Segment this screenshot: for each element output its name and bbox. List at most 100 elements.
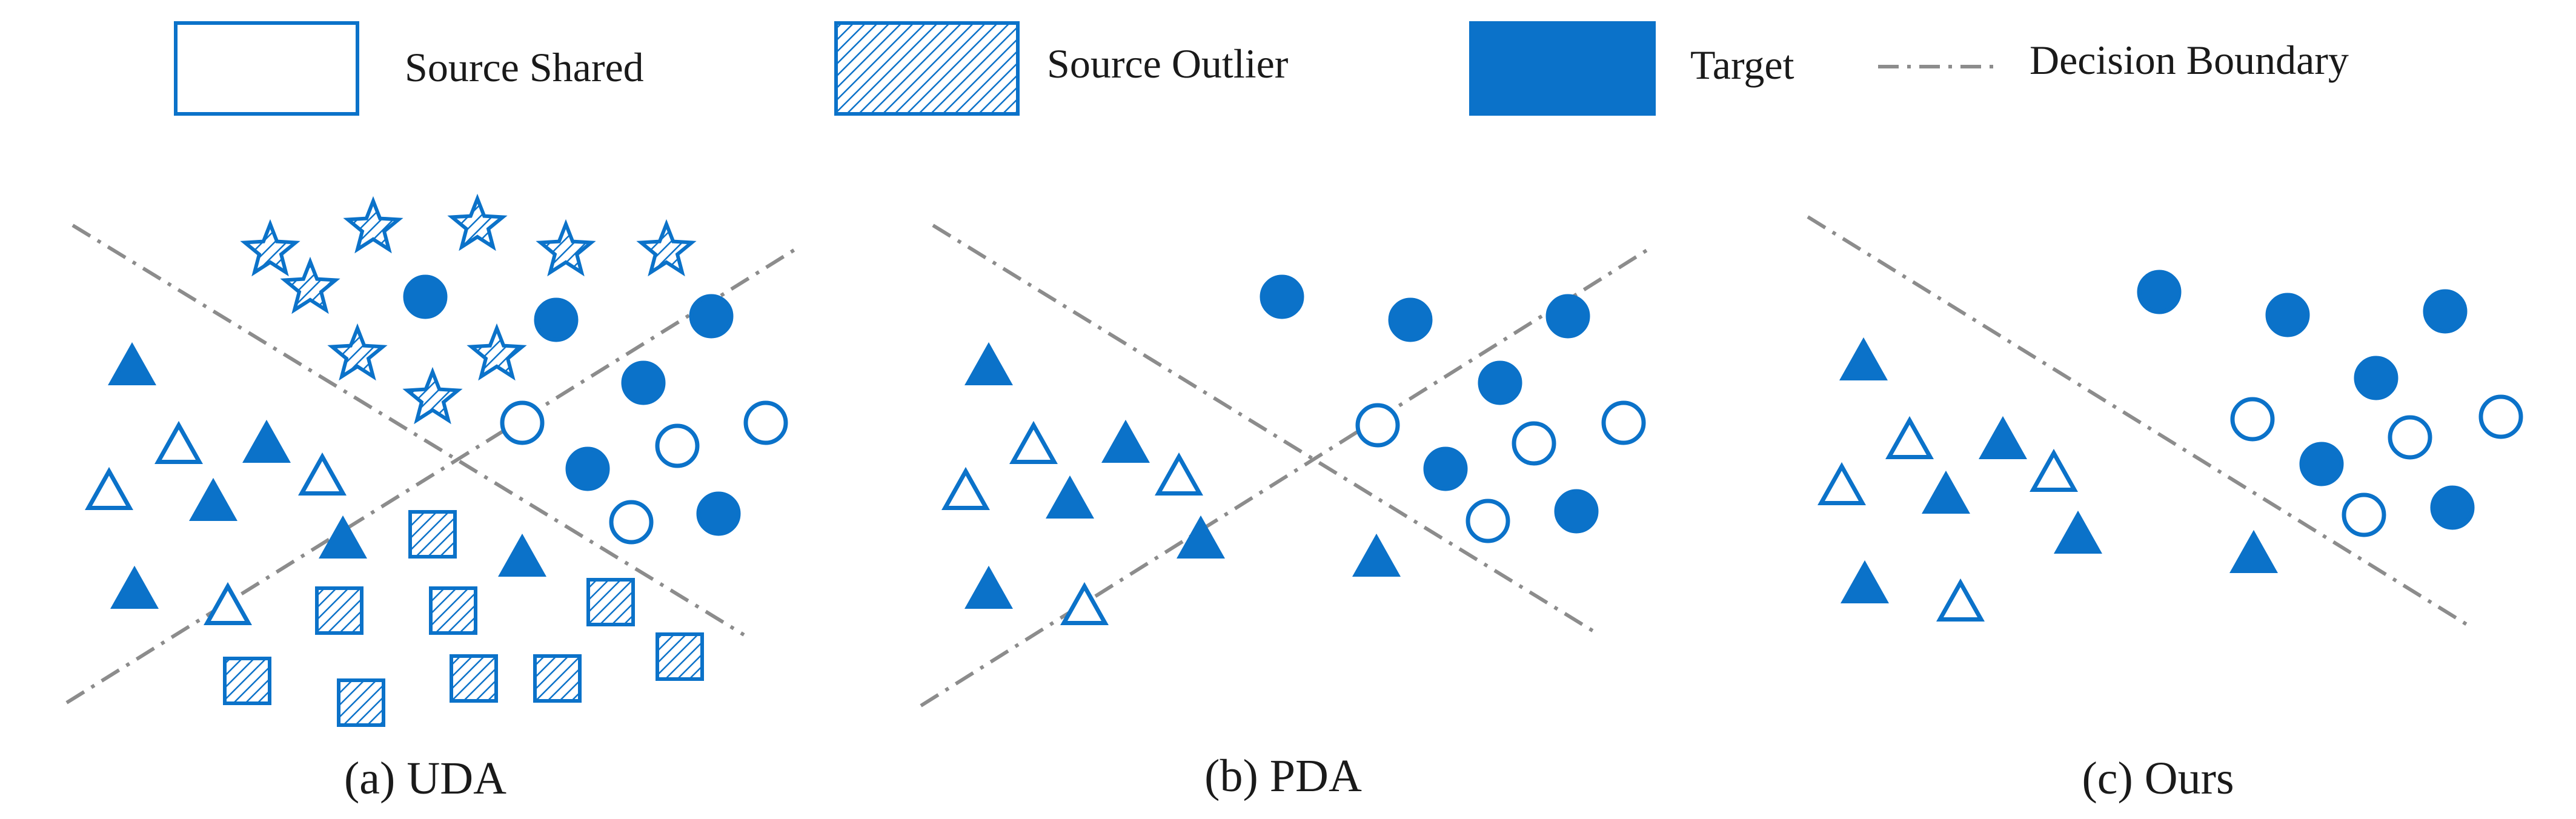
target-circle-icon [1388,297,1433,342]
source-outlier-star-icon [636,219,697,277]
source-shared-circle-icon [1601,400,1646,445]
target-triangle-icon [110,565,159,609]
source-shared-triangle-icon [154,420,203,465]
source-outlier-square-icon [656,632,704,681]
source-outlier-star-icon [343,196,403,254]
caption-ours: (c) Ours [2082,753,2234,804]
panel-pda-markers [941,274,1646,626]
target-triangle-icon [1839,337,1888,381]
target-circle-icon [1260,274,1304,319]
source-shared-triangle-icon [1009,420,1058,465]
target-circle-icon [1478,360,1522,405]
source-shared-triangle-icon [204,582,252,626]
source-shared-circle-icon [2342,492,2386,537]
source-shared-circle-icon [2230,397,2275,442]
target-circle-icon [2354,356,2398,400]
source-shared-triangle-icon [1885,416,1934,460]
legend-source-outlier-label: Source Outlier [1047,41,1289,87]
target-circle-icon [534,297,579,342]
target-triangle-icon [964,565,1013,609]
source-shared-circle-icon [1466,499,1510,543]
legend-source-shared-label: Source Shared [405,44,644,90]
legend-target-label: Target [1690,42,1794,88]
target-triangle-icon [964,342,1013,386]
legend: Source Shared Source Outlier Target Deci… [174,21,2349,116]
target-circle-icon [689,294,734,339]
source-outlier-square-icon [315,586,363,635]
uda-boundary-2 [65,248,796,705]
panel-uda-markers [85,193,788,727]
source-outlier-star-icon [536,219,596,277]
target-circle-icon [1545,294,1590,339]
source-shared-triangle-icon [298,452,347,496]
panel-ours-markers [1817,270,2523,622]
source-outlier-square-icon [408,510,457,559]
target-circle-icon [2423,289,2468,334]
target-triangle-icon [1101,419,1150,463]
target-circle-icon [2299,442,2344,486]
source-outlier-star-icon [327,323,388,381]
target-circle-icon [403,274,448,319]
source-outlier-square-icon [450,654,498,703]
source-shared-circle-icon [500,400,545,445]
target-triangle-icon [189,477,237,522]
source-shared-triangle-icon [1817,462,1866,506]
source-shared-triangle-icon [1060,582,1109,626]
ours-boundary [1807,215,2473,629]
source-outlier-star-icon [466,323,527,381]
uda-boundary-1 [71,224,745,637]
source-outlier-square-icon [586,578,635,626]
legend-target-swatch [1469,21,1656,116]
source-shared-triangle-icon [85,466,133,511]
source-outlier-star-icon [447,193,508,251]
source-shared-circle-icon [743,400,788,445]
source-shared-circle-icon [1355,403,1400,448]
source-outlier-star-icon [402,366,463,425]
target-triangle-icon [1177,515,1225,559]
source-outlier-square-icon [337,678,385,727]
target-circle-icon [1554,489,1599,534]
source-outlier-star-icon [280,256,340,314]
source-outlier-star-icon [240,219,300,277]
legend-source-outlier-swatch [834,21,1020,116]
panel-ours-frame [1752,154,2564,728]
source-shared-circle-icon [2388,415,2432,460]
target-circle-icon [696,491,741,536]
legend-source-shared-swatch [174,21,359,116]
target-triangle-icon [2229,529,2278,574]
target-triangle-icon [1352,533,1401,577]
source-shared-circle-icon [2478,394,2523,439]
target-circle-icon [2137,270,2182,314]
source-outlier-square-icon [429,586,477,635]
source-shared-triangle-icon [1155,452,1203,496]
target-triangle-icon [242,419,291,463]
source-shared-triangle-icon [2030,448,2078,492]
source-outlier-square-icon [533,654,582,703]
source-shared-triangle-icon [941,466,990,511]
target-triangle-icon [498,533,546,577]
target-circle-icon [2430,485,2475,530]
source-shared-circle-icon [655,423,700,468]
source-shared-circle-icon [609,500,654,545]
source-outlier-square-icon [223,657,271,705]
panel-pda-frame [877,158,1689,732]
caption-pda: (b) PDA [1204,751,1362,801]
target-triangle-icon [108,342,156,386]
target-triangle-icon [2054,510,2102,554]
target-circle-icon [2265,293,2310,337]
target-triangle-icon [1046,475,1094,519]
caption-uda: (a) UDA [344,753,506,804]
source-shared-triangle-icon [1936,578,1985,622]
target-circle-icon [565,446,610,491]
source-shared-circle-icon [1512,421,1556,466]
legend-decision-boundary-label: Decision Boundary [2030,37,2349,83]
target-triangle-icon [1841,560,1889,604]
target-circle-icon [1423,446,1468,491]
target-triangle-icon [319,515,367,559]
target-circle-icon [621,360,666,405]
pda-boundary-2 [920,248,1649,708]
target-triangle-icon [1979,416,2027,460]
target-triangle-icon [1922,470,1970,514]
pda-boundary-1 [932,224,1601,637]
